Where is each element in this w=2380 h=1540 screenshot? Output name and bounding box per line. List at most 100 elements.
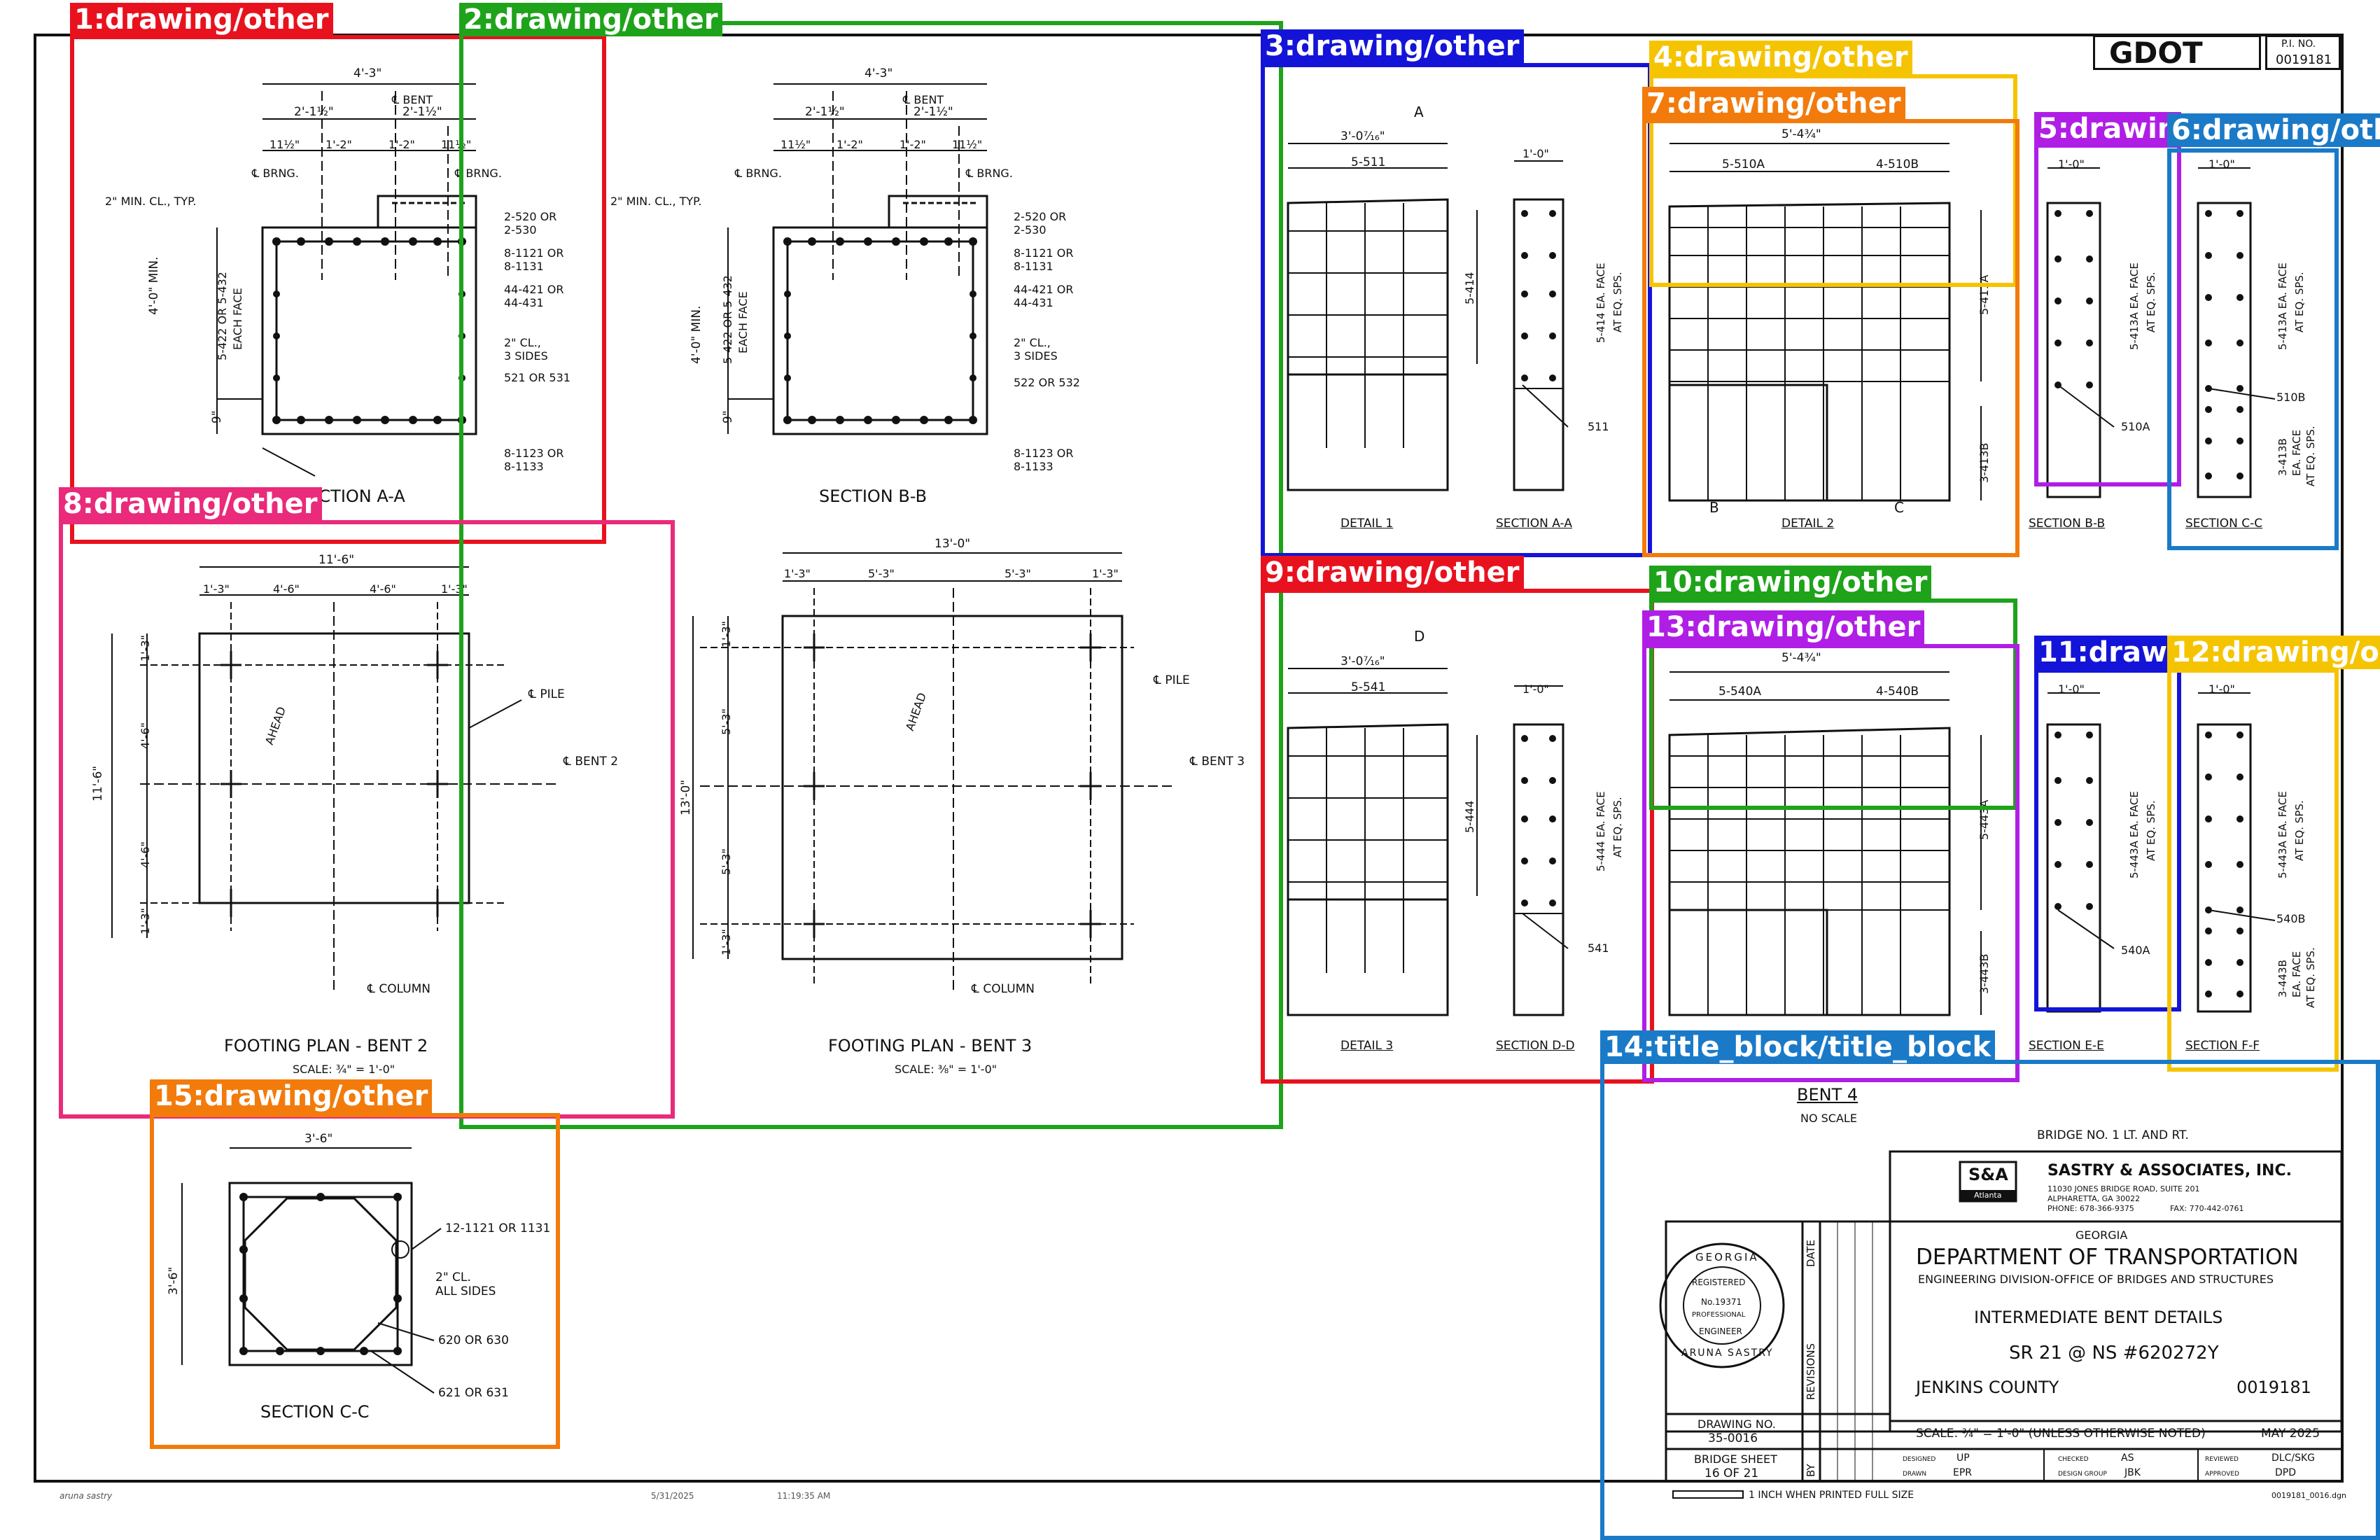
region-box-5 [2034,144,2181,486]
section-bb-title: SECTION B-B [819,486,927,506]
footing-bent2-pile: ℄ PILE [528,687,565,701]
footing-bent3-title: FOOTING PLAN - BENT 3 [828,1036,1032,1056]
seal-name: ARUNA SASTRY [1681,1348,1774,1359]
footing-bent3-column: ℄ COLUMN [972,982,1035,996]
detail2-drawing [1668,143,1982,502]
region-label-4: 4:drawing/other [1649,41,1912,74]
tb-firm-addr1: 11030 JONES BRIDGE ROAD, SUITE 201 [2047,1184,2200,1194]
footer-user: aruna sastry [59,1491,113,1501]
section-bb-callout-522: 522 OR 532 [1014,376,1080,389]
section-cc-small-title: SECTION C-C [2185,517,2263,531]
detail1-width: 3'-0⁷⁄₁₆" [1340,130,1385,144]
section-bb-callout-brng-r: ℄ BRNG. [966,167,1013,180]
footing-bent3-top-dim-overall: 13'-0" [934,537,971,551]
tb-firm-addr2: ALPHARETTA, GA 30022 [2047,1194,2141,1203]
section-bb-callout-8131: 8-1131 [1014,260,1054,273]
section-ff-drawing [2197,692,2276,1013]
region-box-14 [1600,1060,2380,1540]
region-label-10: 10:drawing/other [1649,566,1932,599]
region-label-15: 15:drawing/other [150,1079,433,1113]
section-ee-title: SECTION E-E [2029,1039,2104,1053]
section-bb-bars [783,237,977,424]
section-bb-small-bar: 510A [2121,420,2150,433]
section-aa-dim-d2: 1'-2" [326,138,352,151]
tb-designed: UP [1956,1452,1970,1464]
tb-division: ENGINEERING DIVISION-OFFICE OF BRIDGES A… [1918,1273,2274,1286]
section-cc-column-callout-5: 621 OR 631 [438,1386,509,1400]
tb-firm-fax: FAX: 770-442-0761 [2170,1204,2244,1213]
section-ff-title: SECTION F-F [2185,1039,2260,1053]
region-label-1: 1:drawing/other [70,3,333,36]
region-label-13: 13:drawing/other [1642,610,1925,644]
detail1-section-bars [1521,210,1556,382]
tb-sheet-title: INTERMEDIATE BENT DETAILS [1974,1308,2223,1327]
footing-bent3-top-dim-1: 1'-3" [784,567,811,580]
footing-bent3-drawing [692,552,1176,994]
detail3-section-width: 1'-0" [1522,682,1549,696]
region-label-14: 14:title_block/title_block [1600,1030,1996,1064]
section-bb-dim-half-r: 2'-1½" [913,105,953,119]
detail2-mark-c: C [1894,499,1904,516]
section-ee-bar: 540A [2121,944,2150,957]
tb-project-no: 0019181 [2236,1378,2311,1397]
footing-bent2-column: ℄ COLUMN [368,982,431,996]
tb-route: SR 21 @ NS #620272Y [2009,1343,2219,1364]
region-label-9: 9:drawing/other [1261,556,1524,589]
region-label-7: 7:drawing/other [1642,87,1905,120]
section-bb-dim-d3: 1'-2" [899,138,926,151]
section-ee-drawing [2046,692,2115,1013]
section-ff-bars [2205,732,2244,997]
section-bb-callout-bent: ℄ BENT [903,93,944,106]
section-aa-callout-8131: 8-1131 [504,260,544,273]
section-ff-bar: 540B [2276,912,2306,925]
section-aa-drawing [216,83,477,477]
detail3-drawing [1287,668,1569,1016]
gdot-logo: GDOT [2109,36,2203,70]
section-aa-callout-44431: 44-431 [504,296,544,309]
footer-date: 5/31/2025 [651,1491,694,1501]
detail1-section-title: SECTION A-A [1496,517,1572,531]
section-cc-column-callout-2: 2" CL. [435,1270,471,1284]
section-bb-drawing [727,83,988,435]
section-aa-dim-overall: 4'-3" [354,66,382,80]
tb-bridge-sheet: 16 OF 21 [1704,1466,1759,1480]
section-bb-callout-44431: 44-431 [1014,296,1054,309]
region-box-1 [70,35,606,544]
section-cc-column-title: SECTION C-C [260,1402,370,1422]
section-aa-callout-8133: 8-1133 [504,460,544,473]
section-bb-callout-min-cl: 2" MIN. CL., TYP. [610,195,702,208]
section-ee-width: 1'-0" [2058,682,2085,696]
region-box-7 [1642,119,2019,557]
tb-reviewed-label: REVIEWED [2205,1456,2239,1463]
region-label-5: 5:drawin [2034,112,2182,146]
detail1-section-width: 1'-0" [1522,147,1549,160]
region-label-2: 2:drawing/other [459,3,722,36]
detail2-mark-b: B [1709,499,1719,516]
tb-date: MAY 2025 [2261,1427,2320,1441]
bent4-scale: NO SCALE [1800,1112,1857,1125]
title-block-lines [1659,1150,2343,1499]
section-cc-column-callout-3: ALL SIDES [435,1284,496,1298]
region-label-6: 6:drawing/oth [2167,113,2380,147]
seal-reg: REGISTERED [1692,1278,1746,1287]
section-bb-callout-2520: 2-520 OR [1014,210,1067,223]
section-bb-callout-44421: 44-421 OR [1014,283,1074,296]
footing-bent3-top-dim-2: 5'-3" [868,567,895,580]
tb-state: GEORGIA [2076,1228,2128,1242]
section-aa-callout-2cl: 2" CL., [504,336,541,349]
detail2-bar-b: 4-510B [1876,158,1919,172]
pe-seal: GEORGIA REGISTERED No.19371 PROFESSIONAL… [1660,1244,1784,1367]
footing-bent3-scale: SCALE: ⅜" = 1'-0" [895,1063,997,1076]
section-aa-callout-521: 521 OR 531 [504,371,570,384]
section-aa-callout-2520: 2-520 OR [504,210,557,223]
section-aa-callout-brng-l: ℄ BRNG. [252,167,299,180]
tb-design-group: JBK [2124,1467,2141,1478]
detail4-drawing [1668,671,1982,1016]
detail3-section-mark: D [1414,628,1425,645]
tb-bridge-no: BRIDGE NO. 1 LT. AND RT. [2037,1128,2189,1142]
section-aa-callout-8123: 8-1123 OR [504,447,564,460]
seal-prof: PROFESSIONAL [1692,1311,1746,1319]
seal-state: GEORGIA [1695,1251,1759,1264]
firm-logo-graphic [1959,1161,2017,1203]
